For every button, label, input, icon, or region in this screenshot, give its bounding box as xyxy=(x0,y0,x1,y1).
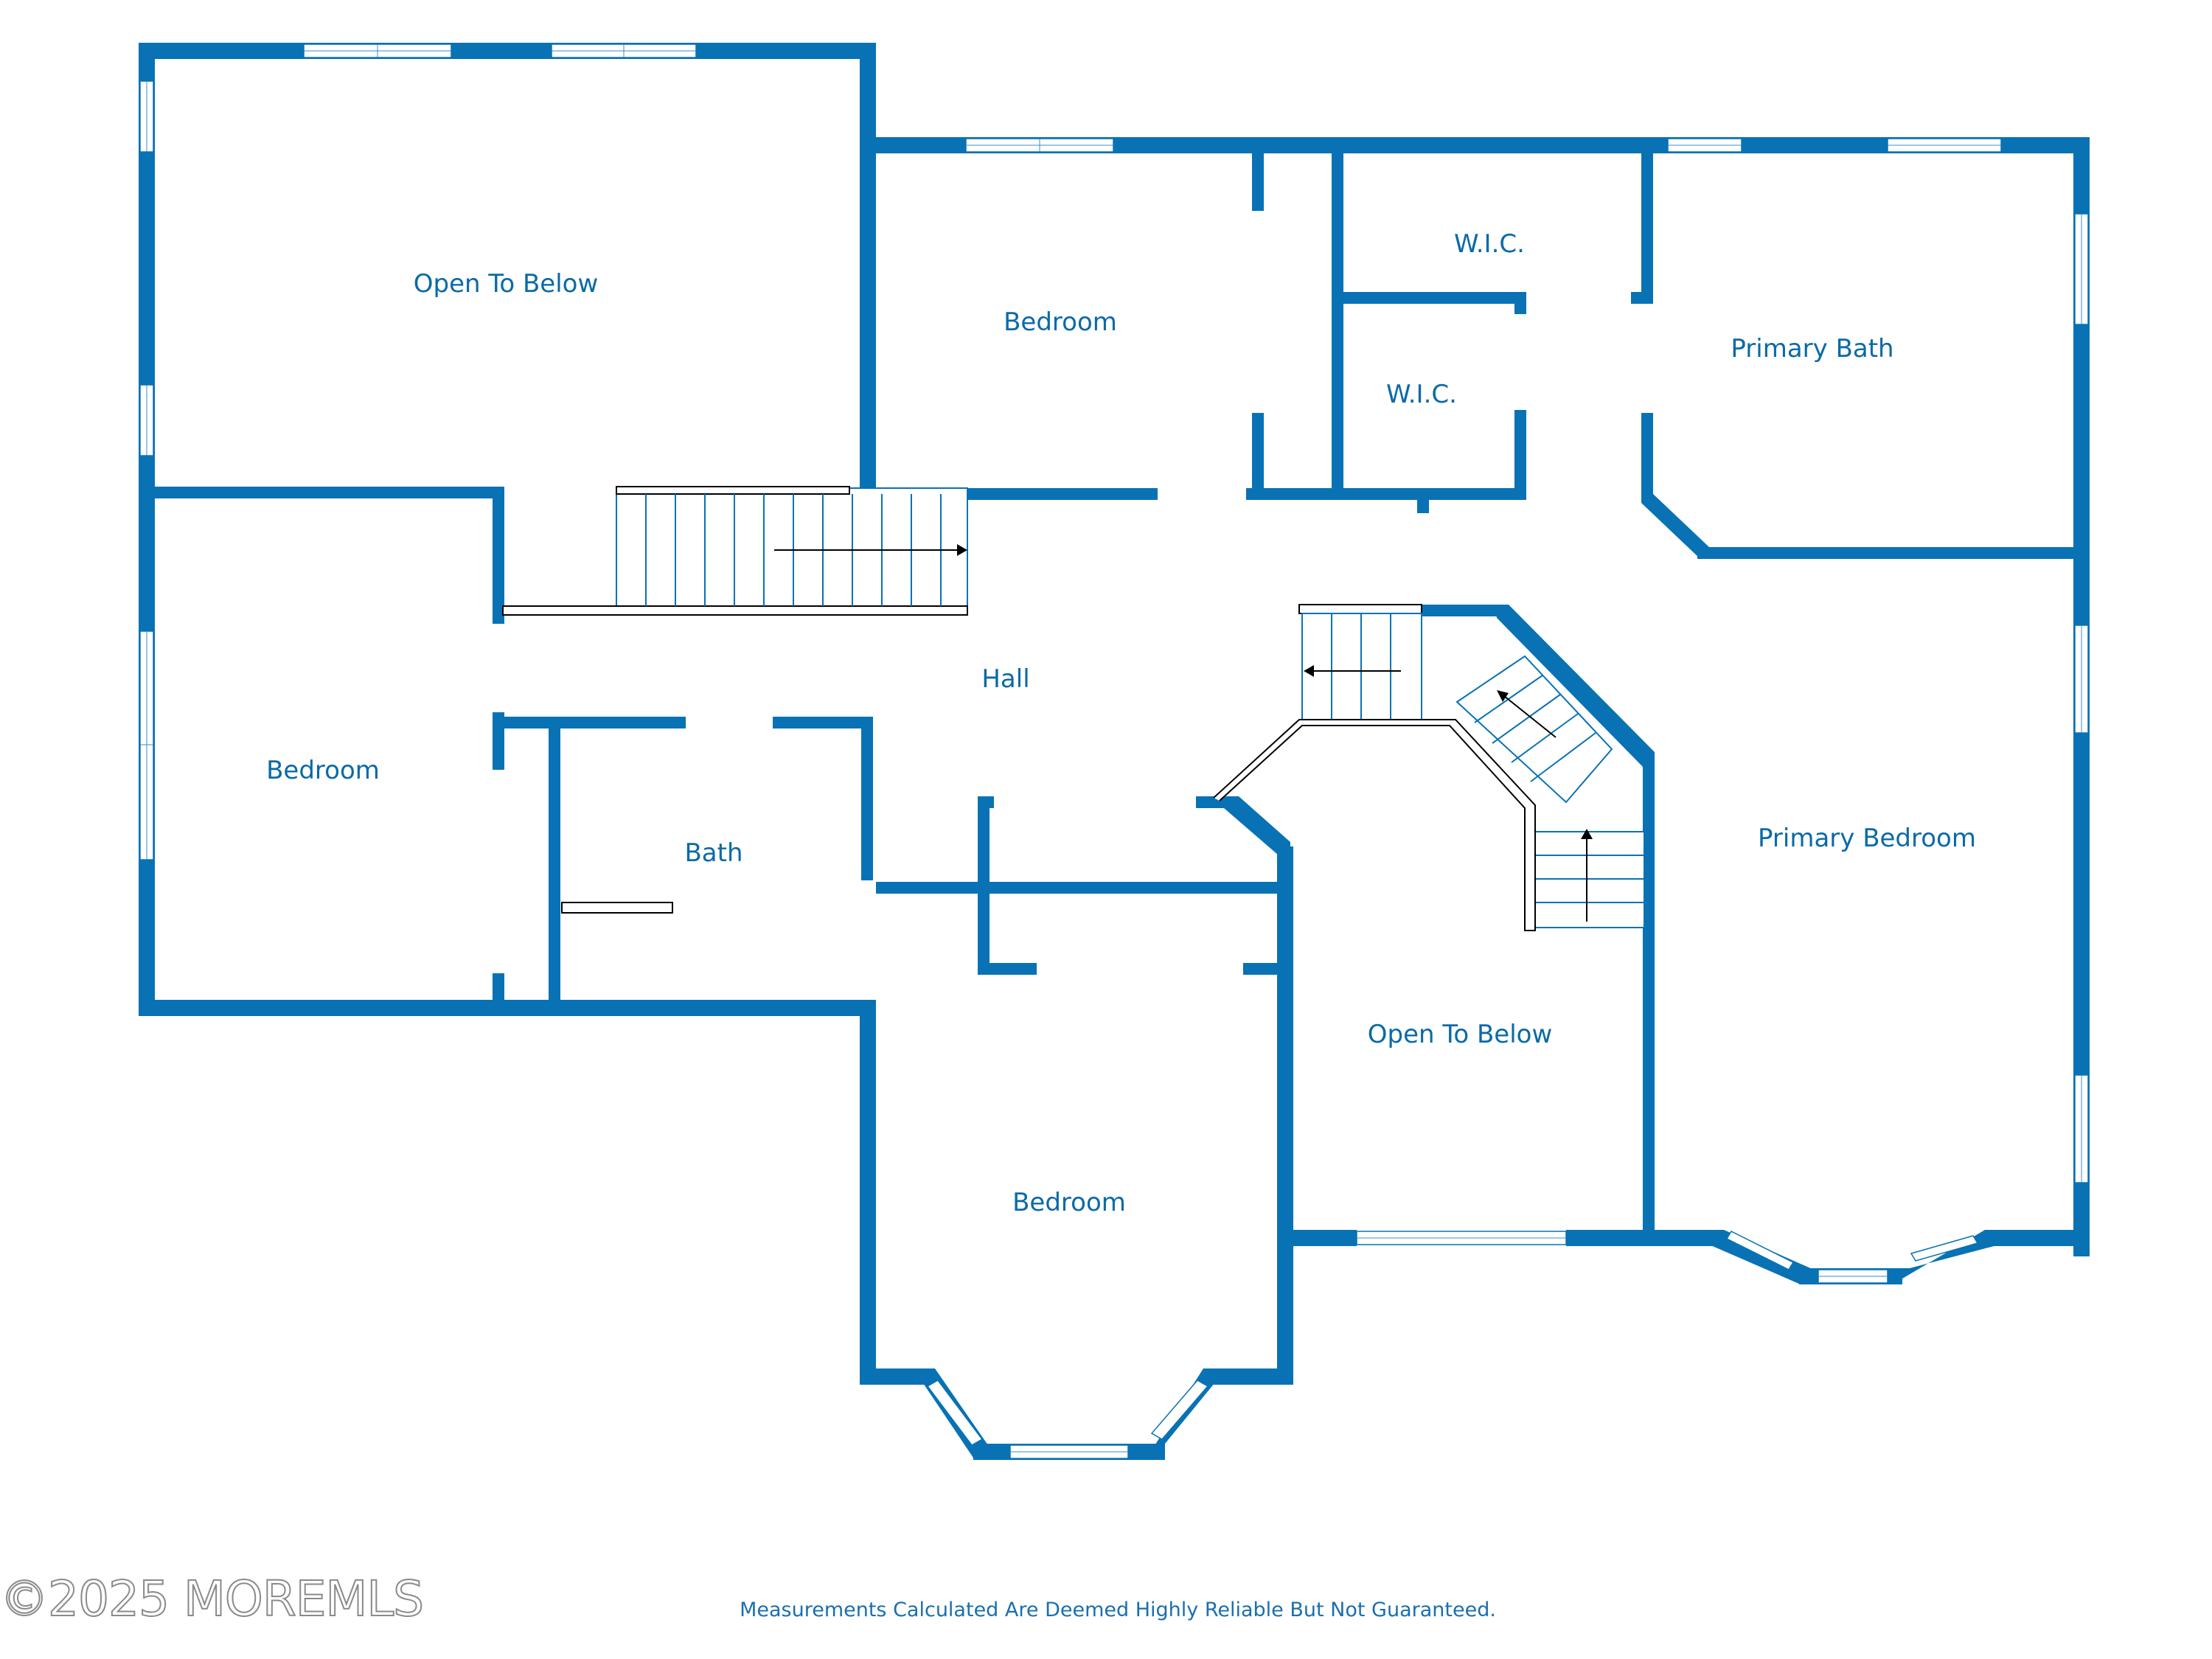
stair-rail-small-top xyxy=(1298,604,1422,614)
wall-primary-bay-left xyxy=(1709,1230,1814,1284)
window xyxy=(1725,1231,1795,1270)
window xyxy=(1150,1380,1209,1440)
wall-closet-middle xyxy=(876,882,1286,894)
stair-rail-bottom xyxy=(502,605,968,616)
wall-closet-bottom-south-a xyxy=(978,963,1037,975)
room-labels: Open To Below Bedroom W.I.C. W.I.C. Prim… xyxy=(266,229,1976,1217)
wall-primary-bed-south-a xyxy=(1643,1230,1717,1246)
wall-north-right xyxy=(860,137,2090,153)
walls xyxy=(139,43,2090,1460)
wall-wic-lower-east-b xyxy=(1514,410,1526,500)
wall-closet-south xyxy=(1246,488,1526,500)
room-label-bedroom-top: Bedroom xyxy=(1004,307,1117,337)
wall-primary-bed-south-b xyxy=(1991,1230,2090,1246)
wall-primary-bath-south xyxy=(1697,547,2081,559)
wall-otb-east xyxy=(1643,758,1655,1245)
wall-closet-divider xyxy=(1332,137,1343,500)
wall-bath-west xyxy=(549,717,560,1016)
room-label-bedroom-bottom: Bedroom xyxy=(1012,1188,1126,1217)
arrowhead xyxy=(1497,690,1509,702)
measurement-disclaimer: Measurements Calculated Are Deemed Highl… xyxy=(740,1599,1496,1621)
stair-main xyxy=(616,487,968,610)
watermark-logo: ©2025 MOREMLS xyxy=(0,1570,425,1628)
stairs xyxy=(502,486,1645,931)
wall-closet-diagonal xyxy=(1224,796,1290,855)
wall-primary-bay-right xyxy=(1895,1230,2000,1283)
room-label-primary-bath: Primary Bath xyxy=(1731,334,1893,364)
wall-bath-north-a xyxy=(493,717,686,728)
wall-bedroom-top-east-b xyxy=(1252,413,1264,500)
wall-wic-lower-east-a xyxy=(1514,292,1526,314)
room-label-wic-lower: W.I.C. xyxy=(1386,380,1457,409)
room-label-open-to-below-top: Open To Below xyxy=(414,269,599,299)
wall-west-outer xyxy=(139,43,155,1016)
window xyxy=(1910,1235,1979,1262)
wall-south-left xyxy=(139,1000,873,1016)
wall-north-left xyxy=(139,43,876,59)
bath-counter xyxy=(561,902,673,914)
wall-hall-stub xyxy=(1417,495,1429,513)
room-label-hall: Hall xyxy=(981,664,1029,694)
arrowhead xyxy=(1304,665,1314,677)
room-label-wic-upper: W.I.C. xyxy=(1454,229,1525,259)
arrowhead xyxy=(1581,829,1593,839)
wall-bedroom-top-east-a xyxy=(1252,137,1264,211)
wall-primary-bath-west xyxy=(1641,413,1653,501)
wall-bath-east xyxy=(861,717,873,880)
wall-primary-bath-diagonal xyxy=(1641,494,1709,559)
wall-bedroom-left-east-a xyxy=(493,487,504,624)
window xyxy=(926,1380,984,1446)
wall-closet-bottom-south-b xyxy=(1243,963,1286,975)
wall-bedroom-bottom-east xyxy=(1277,846,1293,1385)
wall-otb-top xyxy=(1417,605,1498,616)
windows xyxy=(139,44,2089,1459)
wall-bedroom-bottom-south-a xyxy=(860,1368,929,1385)
wall-otb-south-a xyxy=(1286,1230,1357,1246)
wall-open-below-east xyxy=(860,43,876,496)
room-label-open-to-below-center: Open To Below xyxy=(1368,1020,1553,1049)
room-label-primary-bedroom: Primary Bedroom xyxy=(1758,824,1976,853)
wall-bath-north-b xyxy=(773,717,873,728)
arrowhead xyxy=(957,544,967,556)
wall-otb-diagonal xyxy=(1494,605,1655,767)
wall-closet-bottom-top-a xyxy=(978,796,994,808)
stair-treads-small xyxy=(1331,613,1391,726)
wall-bedroom-left-north xyxy=(139,487,504,498)
wall-wic-upper-east-a xyxy=(1641,137,1653,304)
stair-angled xyxy=(1455,655,1613,804)
wall-bedroom-bottom-west xyxy=(860,1000,876,1383)
guard-rail xyxy=(1213,719,1536,931)
stair-rail-top xyxy=(616,486,850,495)
wall-bedroom-bottom-south-b xyxy=(1209,1368,1293,1385)
room-label-bath: Bath xyxy=(684,838,742,868)
room-label-bedroom-left: Bedroom xyxy=(266,756,380,785)
wall-wic-upper-south xyxy=(1332,292,1526,304)
